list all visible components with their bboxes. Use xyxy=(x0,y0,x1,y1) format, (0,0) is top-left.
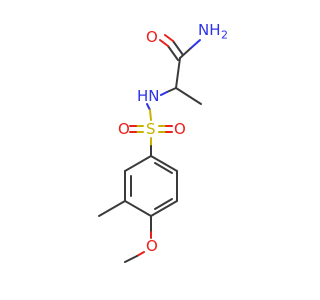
bond-carbonyl-c-2 xyxy=(172,40,184,56)
ring-double-1 xyxy=(154,162,173,174)
bond-n-s-n xyxy=(146,103,151,111)
ring-bond-3 xyxy=(150,200,178,217)
atom-sulfonamide-nh: HN xyxy=(137,87,160,105)
bond-alpha-n-colored xyxy=(160,91,168,96)
bond-amide-n xyxy=(190,39,201,49)
atom-amide-oxygen: O xyxy=(146,28,158,46)
atom-ether-oxygen: O xyxy=(146,237,158,255)
atom-amide-nitrogen-subscript: 2 xyxy=(221,29,228,42)
bond-ether-methyl-o xyxy=(136,251,145,257)
atom-sulfonyl-oxygen-right: O xyxy=(174,120,186,138)
bond-carbonyl-o-2 xyxy=(164,34,174,42)
bond-carbonyl-c xyxy=(167,45,179,61)
atom-sulfonyl-oxygen-left: O xyxy=(118,120,130,138)
atom-amide-nitrogen: NH xyxy=(198,21,221,39)
bond-alpha-n xyxy=(166,87,177,93)
bond-ether-methyl-c xyxy=(124,255,138,263)
atom-sulfur: S xyxy=(146,120,156,138)
bond-amide-c-alpha xyxy=(175,57,181,89)
bond-amide-c xyxy=(179,47,192,59)
bond-ring-methyl xyxy=(98,200,126,217)
molecule-structure: O NH 2 HN S O O O xyxy=(98,21,228,263)
ring-bond-6 xyxy=(124,155,152,172)
ring-double-2 xyxy=(154,198,173,210)
ring-bond-1 xyxy=(150,155,178,172)
bond-alpha-methyl xyxy=(175,87,202,105)
bond-carbonyl-o xyxy=(159,39,169,47)
ring-bond-4 xyxy=(124,200,152,217)
bond-n-s-s xyxy=(149,109,152,121)
